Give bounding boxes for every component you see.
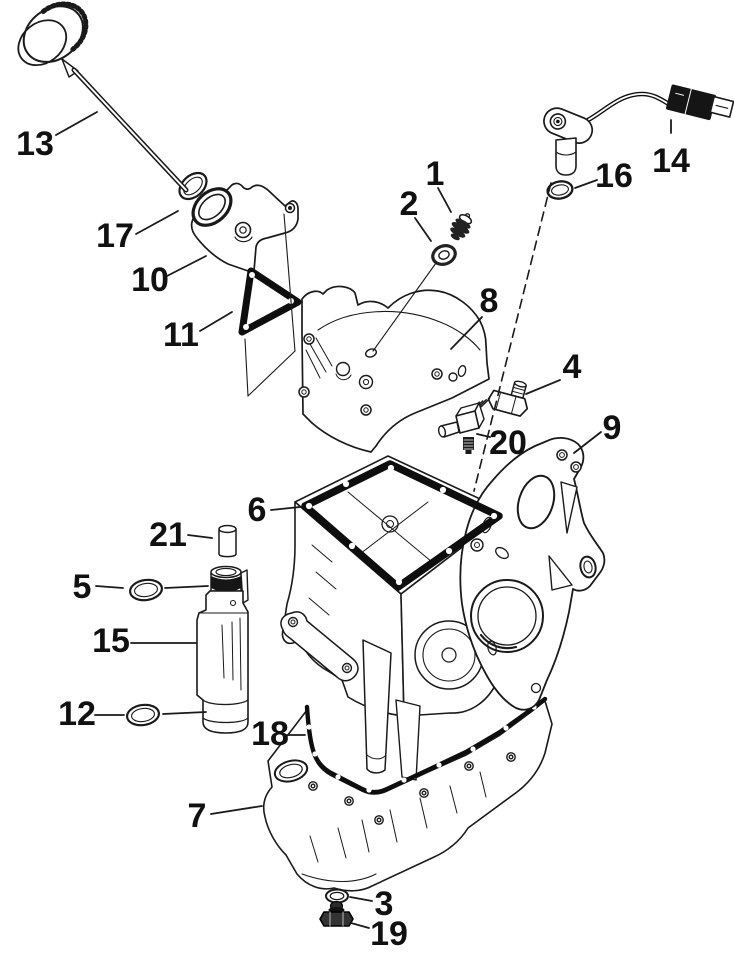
drain-plug-washer (325, 888, 349, 904)
callout-12-o-ring: 12 (58, 695, 96, 733)
projection-line (244, 338, 249, 397)
sealing-washer (431, 244, 457, 266)
strainer-o-ring-upper (128, 578, 164, 602)
oil-strainer (196, 565, 249, 734)
callout-leader-11 (199, 311, 233, 332)
filler-o-ring (178, 171, 208, 201)
callout-19-drain-plug: 19 (370, 915, 408, 953)
callout-13-dipstick: 13 (16, 125, 54, 163)
callout-leader-3 (349, 896, 373, 902)
elbow-fitting (470, 380, 529, 417)
callout-10-filler-neck: 10 (131, 261, 169, 299)
callout-17-o-ring: 17 (96, 217, 134, 255)
callout-15-oil-strainer: 15 (92, 622, 130, 660)
callout-leader-13 (55, 111, 98, 136)
callout-8-top-cover: 8 (480, 282, 499, 320)
projection-line-dashed (473, 182, 552, 492)
sensor-o-ring (546, 180, 574, 200)
projection-line (372, 262, 437, 352)
callout-leader-1 (437, 187, 452, 213)
callout-leader-5 (95, 585, 124, 589)
callout-leader-2 (414, 217, 432, 242)
callout-leader-10 (166, 255, 207, 277)
callout-leader-7 (210, 805, 263, 815)
callout-leader-6 (270, 506, 301, 511)
position-sensor (543, 84, 734, 176)
drain-plug (319, 900, 354, 927)
callout-11-triangular-gasket: 11 (163, 316, 199, 354)
callout-7-oil-pan: 7 (188, 797, 207, 835)
callout-2-sealing-washer: 2 (400, 185, 419, 223)
end-plate (459, 437, 606, 711)
case-top-gasket (301, 460, 503, 591)
callout-leader-5 (164, 585, 209, 589)
callout-20-sensor-block: 20 (489, 424, 527, 462)
callout-16-o-ring: 16 (595, 157, 633, 195)
dowel-pin (218, 524, 237, 558)
projection-line (247, 350, 296, 397)
projection-line (283, 213, 296, 352)
crankcase-bosses (362, 639, 421, 781)
annotation-lines (55, 111, 672, 929)
callout-6-case-top-gasket: 6 (248, 491, 267, 529)
callout-14-position-sensor: 14 (652, 142, 690, 180)
callout-18-oil-pan-gasket: 18 (251, 715, 289, 753)
callout-leader-17 (135, 210, 179, 235)
callout-leader-4 (525, 379, 561, 395)
plug (450, 213, 473, 241)
callout-leader-16 (574, 179, 598, 189)
callout-9-end-plate: 9 (603, 409, 622, 447)
callout-leader-9 (573, 431, 602, 454)
callout-leader-19 (350, 922, 370, 929)
callout-leader-12 (162, 711, 207, 715)
callout-leader-8 (450, 316, 483, 350)
top-cover (298, 285, 490, 453)
callout-leader-20 (476, 433, 491, 438)
strainer-o-ring-lower (125, 703, 161, 727)
callout-3-drain-plug-washer: 3 (375, 885, 394, 923)
callout-1-plug: 1 (426, 155, 445, 193)
filler-neck (190, 182, 299, 273)
callout-21-dowel-pin: 21 (149, 516, 187, 554)
callout-5-o-ring: 5 (73, 568, 92, 606)
dipstick (17, 1, 189, 193)
sensor-block (437, 402, 485, 454)
callout-4-elbow-fitting: 4 (563, 348, 582, 386)
callout-leader-21 (187, 534, 213, 539)
